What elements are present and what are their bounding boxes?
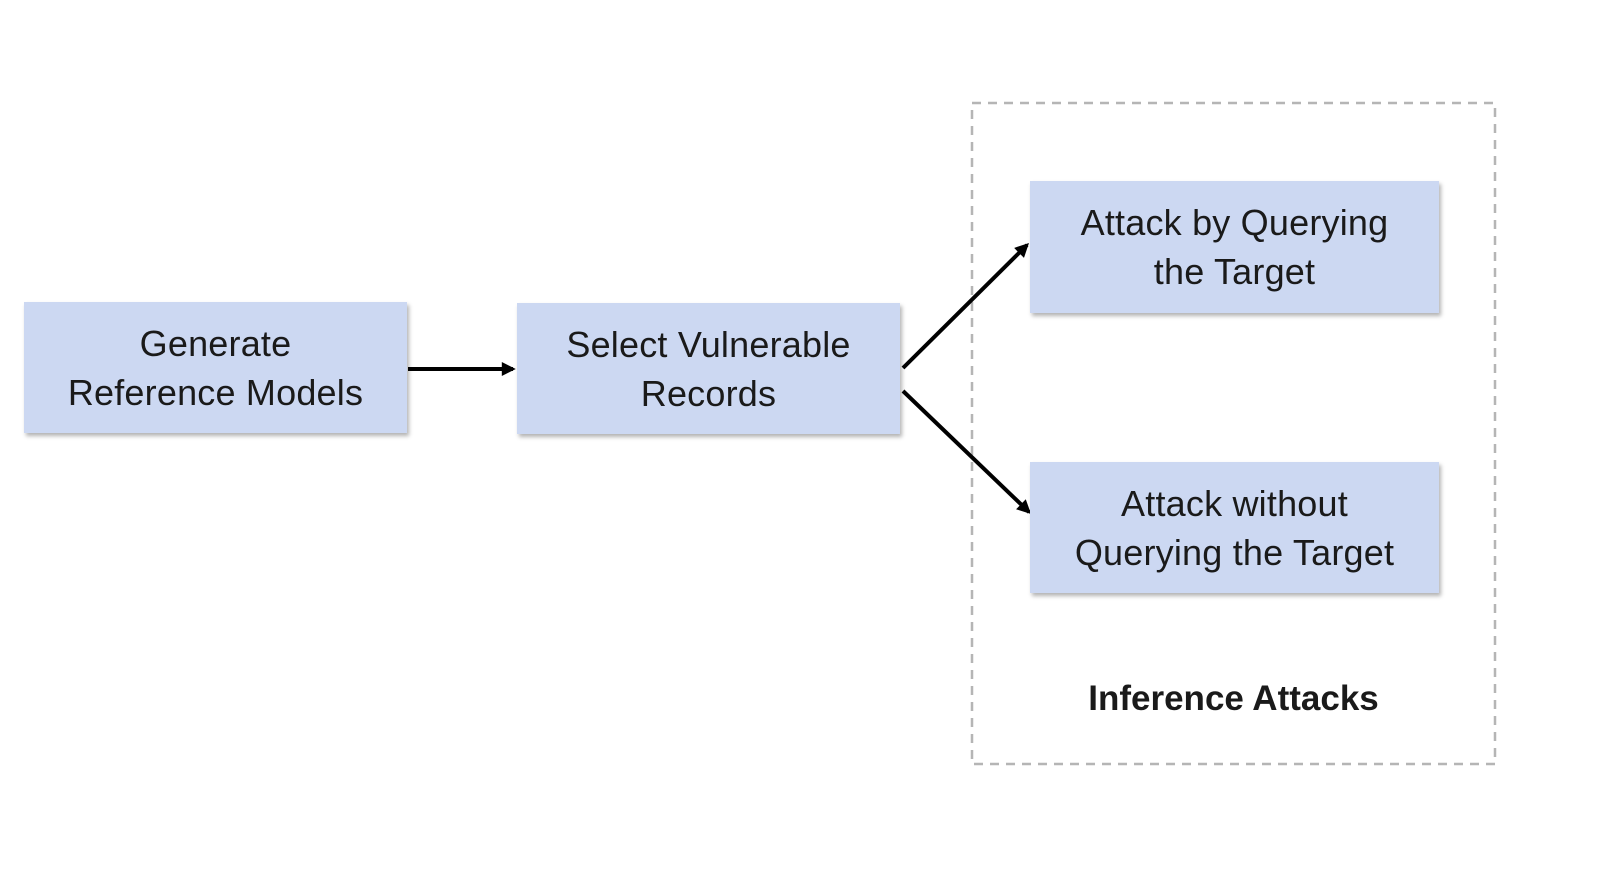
arrow-select-to-attack-by-querying	[901, 243, 1029, 370]
node-attack-without-querying: Attack without Querying the Target	[1030, 462, 1439, 593]
node-label-line: Attack without	[1121, 482, 1348, 524]
node-label-line: Attack by Querying	[1080, 202, 1389, 243]
node-select-vulnerable-records: Select Vulnerable Records	[517, 303, 900, 434]
node-label-line: Select Vulnerable	[566, 323, 851, 365]
node-generate-reference-models: Generate Reference Models	[24, 302, 407, 433]
inference-attacks-group-label: Inference Attacks	[1088, 679, 1379, 718]
node-label-line: Records	[640, 372, 777, 414]
arrow-select-to-attack-without-querying	[901, 389, 1032, 514]
node-label-line: Querying the Target	[1074, 531, 1395, 573]
node-attack-by-querying: Attack by Querying the Target	[1030, 181, 1439, 313]
node-label-line: Reference Models	[67, 371, 364, 413]
node-label-line: the Target	[1153, 251, 1316, 292]
node-label-line: Generate	[139, 322, 292, 364]
